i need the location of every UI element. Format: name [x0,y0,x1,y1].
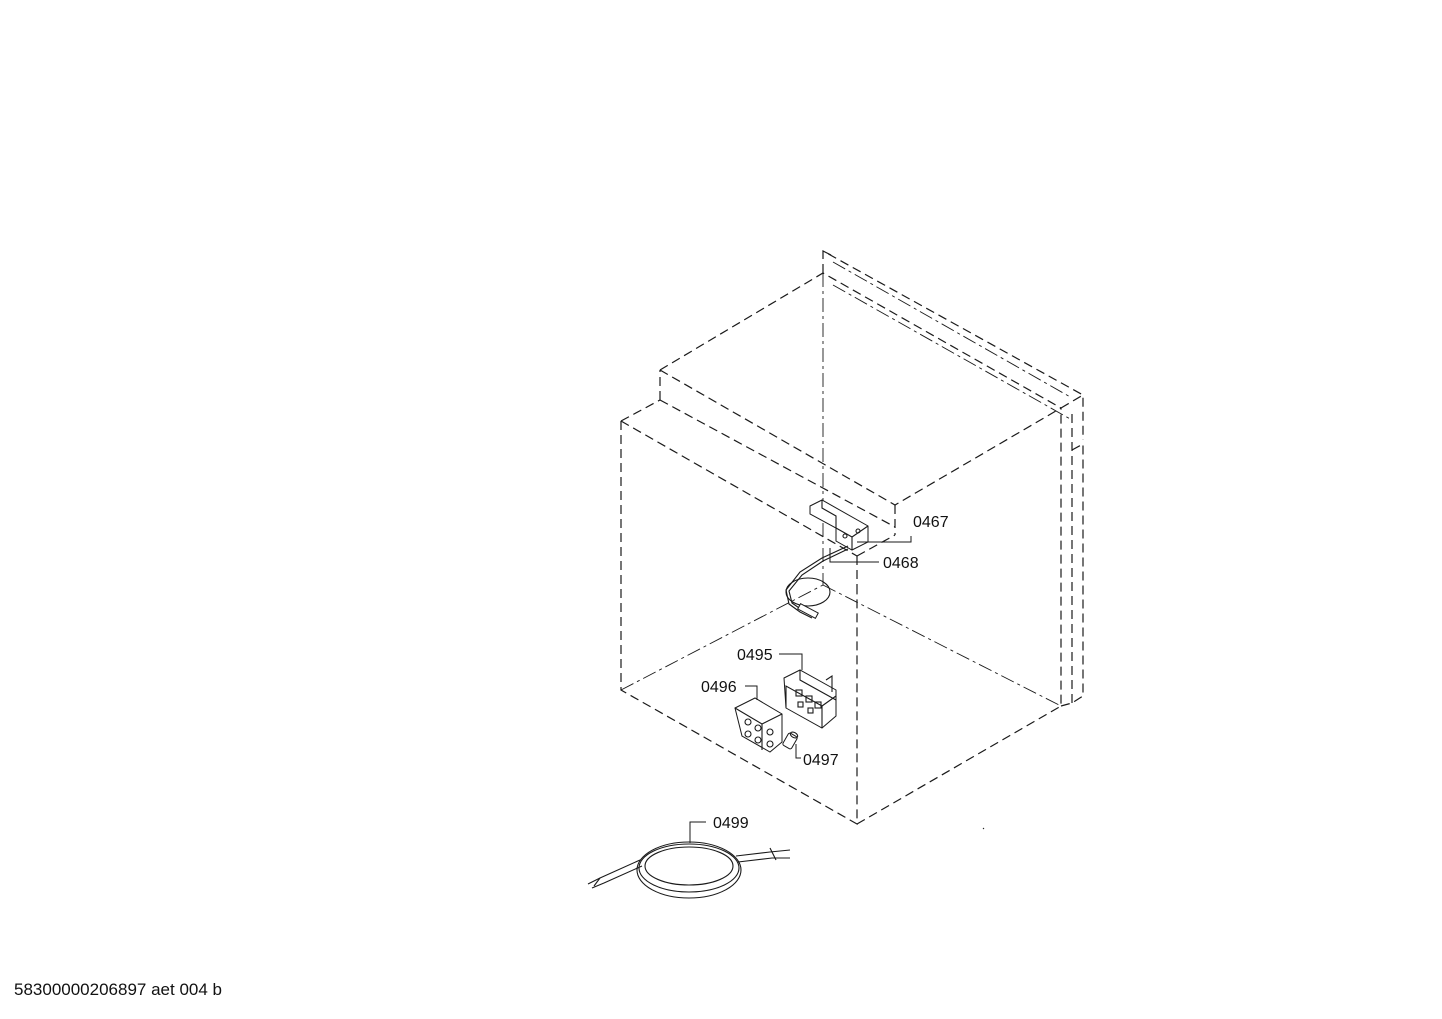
callout-0499: 0499 [713,815,749,832]
part-0468-sensor-cable [785,545,849,620]
callout-0497: 0497 [803,752,839,769]
part-0467-bracket [809,499,869,551]
callout-0496: 0496 [701,679,737,696]
part-0499-power-cable [587,841,791,899]
part-0497-plug [782,731,799,750]
callout-0468: 0468 [883,555,919,572]
oven-housing-outline [620,249,1084,826]
part-0496-cover [734,697,783,753]
part-0495-terminal-block [783,669,837,729]
callout-0467: 0467 [913,514,949,531]
document-code: 58300000206897 aet 004 b [14,980,222,999]
callout-0495: 0495 [737,647,773,664]
callout-leaders [689,536,985,843]
